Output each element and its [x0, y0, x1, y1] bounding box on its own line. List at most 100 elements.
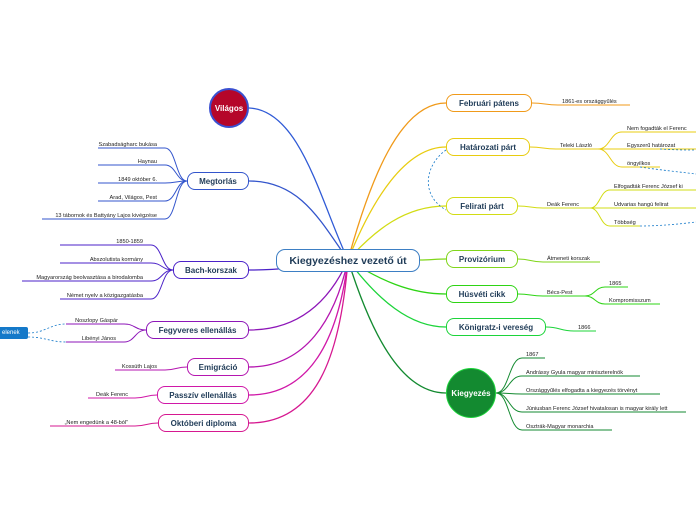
provizorium-label: Provizórium — [458, 254, 506, 264]
koniggratz-item: 1866 — [578, 325, 591, 331]
leaf-connector — [517, 205, 544, 209]
februari-item: 1861-es országgyűlés — [562, 99, 617, 105]
connector — [248, 259, 349, 424]
koniggratz-label: Königratz-i vereség — [458, 322, 534, 332]
felirati-item: Többség — [614, 220, 636, 226]
felirati-mid: Deák Ferenc — [547, 202, 580, 208]
passziv-item: Deák Ferenc — [95, 392, 128, 398]
connector — [248, 259, 349, 396]
leaf-connector — [150, 269, 174, 300]
offscreen-topic-tag[interactable]: elenek — [0, 327, 28, 339]
connector — [347, 259, 447, 328]
bach-item: 1850-1859 — [116, 239, 143, 245]
leaf-connector — [164, 180, 188, 220]
hatarozati-item: Egyszerű határozat — [627, 143, 676, 149]
husveti-item: 1865 — [609, 281, 622, 287]
kiegyezes-item: 1867 — [526, 352, 539, 358]
februari-label: Februári pátens — [458, 98, 519, 108]
leaf-connector — [495, 357, 523, 394]
megtorlas-item: 1849 október 6. — [118, 177, 157, 183]
hatarozati-item: öngyilkos — [627, 161, 651, 167]
leaf-connector — [495, 375, 523, 394]
megtorlas-item: Arad, Világos, Pest — [109, 195, 157, 201]
felirati-item: Udvarias hangú felirat — [614, 202, 669, 208]
kiegyezes-node[interactable]: Kiegyezés — [446, 368, 496, 418]
fegyveres-item: Libényi János — [81, 336, 116, 342]
kiegyezes-item: Országgyűlés elfogadta a kiegyezés törvé… — [526, 388, 638, 394]
koniggratz-node[interactable]: Königratz-i vereség — [446, 318, 546, 336]
kiegyezes-item: Andrássy Gyula magyar miniszterelnök — [526, 370, 623, 376]
megtorlas-node[interactable]: Megtorlás — [187, 172, 249, 190]
vilagos-node[interactable]: Világos — [209, 88, 249, 128]
provizorium-node[interactable]: Provizórium — [446, 250, 518, 268]
bach-item: Abszolutista kormány — [89, 257, 143, 263]
megtorlas-label: Megtorlás — [199, 176, 237, 186]
leaf-connector — [123, 329, 147, 343]
fegyveres-node[interactable]: Fegyveres ellenállás — [146, 321, 249, 339]
leaf-connector — [597, 148, 623, 168]
emigracio-label: Emigráció — [198, 362, 238, 372]
hatarozati-node[interactable]: Határozati párt — [446, 138, 530, 156]
passziv-label: Passzív ellenállás — [169, 390, 237, 400]
connector — [248, 180, 349, 261]
leaf-connector — [584, 295, 606, 305]
passziv-node[interactable]: Passzív ellenállás — [157, 386, 249, 404]
leaf-connector — [164, 366, 188, 371]
leaf-connector — [517, 293, 544, 297]
leaf-connector — [164, 180, 188, 202]
kiegyezes-item: Osztrák-Magyar monarchia — [526, 424, 594, 430]
connector — [347, 146, 447, 261]
leaf-connector — [150, 244, 174, 271]
megtorlas-item: Szabadságharc bukása — [98, 142, 157, 148]
leaf-connector — [134, 422, 159, 427]
oktober-item: „Nem engedünk a 48-ból” — [64, 420, 128, 426]
leaf-connector — [589, 207, 611, 227]
leaf-connector — [589, 189, 611, 209]
connector — [347, 259, 447, 394]
relation-arrow — [427, 149, 447, 211]
emigracio-item: Kossúth Lajos — [121, 364, 157, 370]
leaf-connector — [150, 269, 174, 282]
felirati-label: Felirati párt — [460, 201, 504, 211]
kiegyezes-item: Júniusban Ferenc József hivatalosan is m… — [526, 406, 668, 412]
root-label: Kiegyezéshez vezető út — [289, 254, 407, 267]
kiegyezes-label: Kiegyezés — [451, 388, 491, 398]
leaf-connector — [164, 147, 188, 182]
relation-link — [659, 148, 696, 151]
root-node[interactable]: Kiegyezéshez vezető út — [276, 249, 420, 272]
leaf-connector — [545, 326, 575, 332]
provizorium-item: Átmeneti korszak — [547, 256, 590, 262]
fegyveres-item: Noszlopy Gáspár — [75, 318, 118, 324]
februari-node[interactable]: Februári pátens — [446, 94, 532, 112]
connector — [248, 107, 349, 261]
oktober-node[interactable]: Októberi diploma — [158, 414, 249, 432]
emigracio-node[interactable]: Emigráció — [187, 358, 249, 376]
felirati-node[interactable]: Felirati párt — [446, 197, 518, 215]
offscreen-topic-label: elenek — [2, 330, 20, 336]
megtorlas-item: Haynau — [137, 159, 157, 165]
hatarozati-item: Nem fogadták el Ferenc — [627, 126, 687, 132]
leaf-connector — [123, 323, 147, 331]
relation-link — [639, 166, 696, 175]
connector — [419, 258, 447, 261]
connector — [248, 259, 349, 331]
relation-link — [27, 336, 67, 343]
husveti-node[interactable]: Húsvéti cikk — [446, 285, 518, 303]
connector — [347, 102, 447, 261]
felirati-item: Elfogadták Ferenc József ki — [614, 184, 683, 190]
leaf-connector — [531, 102, 559, 106]
connector — [248, 259, 349, 368]
leaf-connector — [529, 146, 557, 150]
relation-link — [27, 323, 67, 334]
megtorlas-item: 13 tábornok és Battyány Lajos kivégzése — [55, 213, 157, 219]
leaf-connector — [584, 286, 606, 297]
husveti-label: Húsvéti cikk — [458, 289, 506, 299]
leaf-connector — [495, 392, 523, 413]
bach-label: Bach-korszak — [184, 265, 238, 275]
hatarozati-label: Határozati párt — [459, 142, 516, 152]
husveti-item: Kompromisszum — [609, 298, 651, 304]
bach-node[interactable]: Bach-korszak — [173, 261, 249, 279]
bach-item: Német nyelv a közigazgatásba — [66, 293, 143, 299]
bach-item: Magyarország beolvasztása a birodalomba — [36, 275, 143, 281]
leaf-connector — [495, 392, 523, 431]
